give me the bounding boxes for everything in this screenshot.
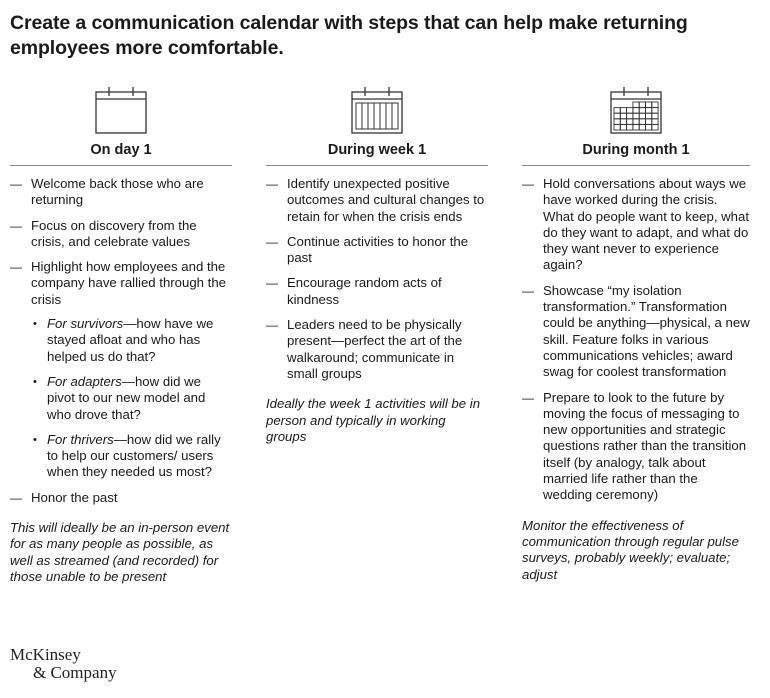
- mckinsey-logo: McKinsey & Company: [10, 646, 117, 682]
- list-item: Continue activities to honor the past: [266, 234, 488, 267]
- sub-list: For survivors—how have we stayed afloat …: [31, 316, 232, 481]
- column-note: This will ideally be an in-person event …: [10, 520, 230, 584]
- page-title: Create a communication calendar with ste…: [10, 12, 688, 59]
- sub-item-label: For thrivers: [47, 431, 114, 447]
- sub-list-item: For survivors—how have we stayed afloat …: [31, 316, 232, 365]
- list-item: Highlight how employees and the company …: [10, 259, 232, 481]
- sub-item-label: For adapters: [47, 373, 122, 389]
- list-item: Welcome back those who are returning: [10, 176, 232, 209]
- column-heading: During week 1: [266, 142, 488, 166]
- list-item: Hold conversations about ways we have wo…: [522, 176, 750, 274]
- sub-item-text: —how did we pivot to our new model and w…: [47, 373, 206, 422]
- calendar-month-icon: [610, 87, 662, 134]
- sub-item-label: For survivors: [47, 316, 124, 332]
- bullet-list: Hold conversations about ways we have wo…: [522, 176, 750, 504]
- list-item: Leaders need to be physically present—pe…: [266, 317, 488, 382]
- list-item: Identify unexpected positive outcomes an…: [266, 176, 488, 225]
- sub-item-text: —how did we rally to help our customers/…: [47, 431, 221, 480]
- column-heading: During month 1: [522, 142, 750, 166]
- sub-list-item: For thrivers—how did we rally to help ou…: [31, 432, 232, 481]
- logo-line: & Company: [33, 663, 117, 682]
- column-note: Ideally the week 1 activities will be in…: [266, 396, 481, 444]
- column-week-1: During week 1 Identify unexpected positi…: [266, 86, 488, 445]
- calendar-blank-icon: [95, 87, 147, 134]
- list-item-text: Highlight how employees and the company …: [31, 259, 227, 307]
- bullet-list: Identify unexpected positive outcomes an…: [266, 176, 488, 382]
- list-item: Prepare to look to the future by moving …: [522, 390, 750, 504]
- sub-list-item: For adapters—how did we pivot to our new…: [31, 374, 232, 423]
- column-heading: On day 1: [10, 142, 232, 166]
- logo-line: McKinsey: [10, 645, 81, 664]
- sub-item-text: —how have we stayed afloat and who has h…: [47, 316, 214, 364]
- list-item: Encourage random acts of kindness: [266, 275, 488, 308]
- list-item: Focus on discovery from the crisis, and …: [10, 218, 232, 251]
- bullet-list: Welcome back those who are returning Foc…: [10, 176, 232, 506]
- list-item: Showcase “my isolation transformation.” …: [522, 283, 750, 381]
- list-item: Honor the past: [10, 490, 232, 507]
- calendar-week-icon: [351, 87, 403, 134]
- column-note: Monitor the effectiveness of communicati…: [522, 517, 739, 582]
- column-month-1: During month 1 Hold conversations about …: [522, 86, 750, 583]
- column-day-1: On day 1 Welcome back those who are retu…: [10, 86, 232, 585]
